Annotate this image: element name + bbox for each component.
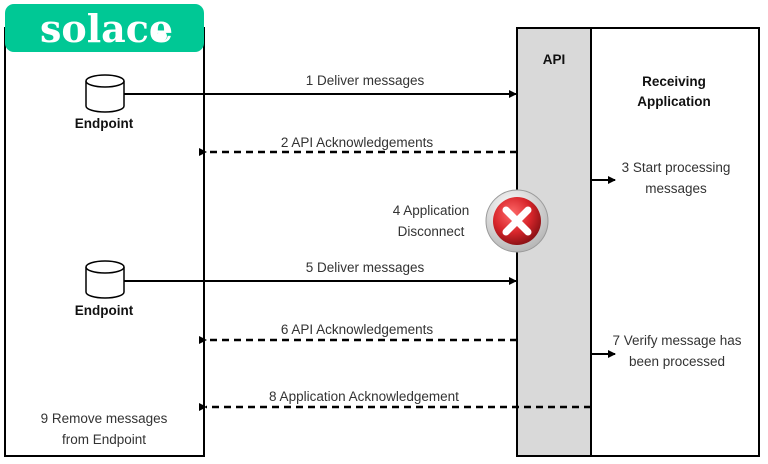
endpoint-label-2: Endpoint [75,303,134,318]
api-title: API [543,52,566,67]
step-6-label: 6 API Acknowledgements [281,322,434,337]
step-1-label: 1 Deliver messages [306,73,425,88]
database-icon [85,260,125,299]
step-7-label-line2: been processed [629,354,725,369]
step-4-label-line2: Disconnect [398,224,465,239]
step-4-label-line1: 4 Application [393,203,470,218]
receiving-application-box [590,27,760,457]
step-3-label-line2: messages [645,181,707,196]
receiving-title-line2: Application [637,94,711,109]
step-8-label: 8 Application Acknowledgement [269,389,459,404]
step-5-label: 5 Deliver messages [306,260,425,275]
step-9-label-line1: 9 Remove messages [41,411,168,426]
database-icon [85,74,125,113]
receiving-title-line1: Receiving [642,74,706,89]
step-9-label-line2: from Endpoint [62,432,146,447]
step-7-label-line1: 7 Verify message has [612,333,741,348]
disconnect-error-icon [485,189,549,253]
logo-text: solace [40,6,173,51]
step-3-label-line1: 3 Start processing [622,160,731,175]
logo-dot-icon [157,31,167,41]
step-2-label: 2 API Acknowledgements [281,135,434,150]
endpoint-label-1: Endpoint [75,116,134,131]
solace-logo: solace [5,4,204,52]
